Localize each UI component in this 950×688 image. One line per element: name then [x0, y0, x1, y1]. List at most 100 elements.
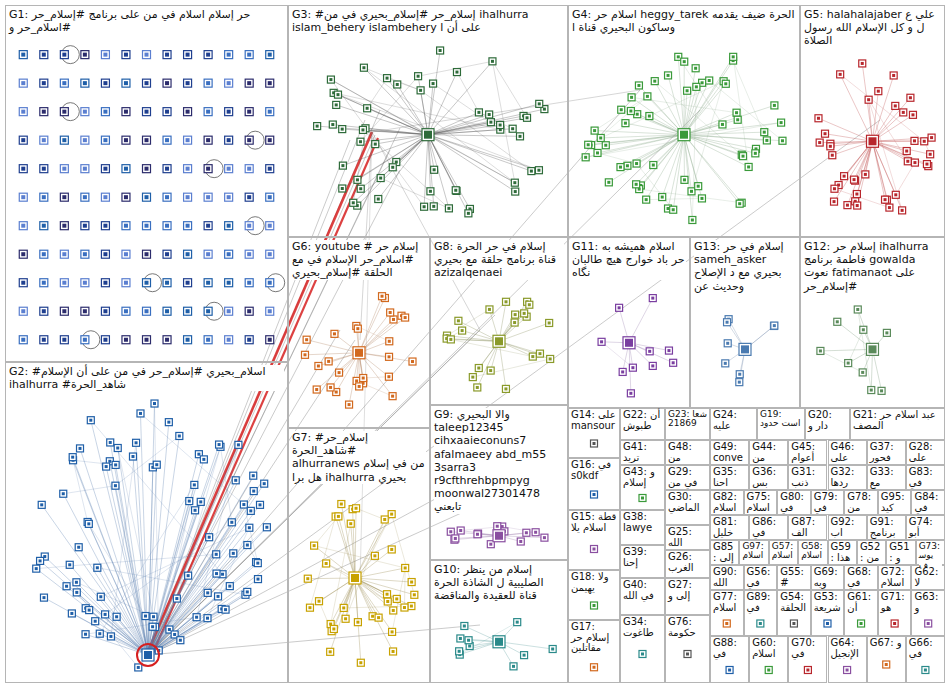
graph-link — [326, 563, 388, 601]
small-group-box: G87: الف — [788, 515, 827, 540]
vertex-icon — [765, 139, 768, 142]
vertex-icon — [629, 392, 632, 395]
vertex-icon — [250, 488, 257, 495]
vertex-icon — [487, 119, 494, 126]
vertex-icon — [339, 162, 346, 169]
vertex-icon — [254, 560, 261, 567]
vertex-icon — [505, 300, 508, 303]
vertex-icon — [40, 503, 43, 506]
graph-link — [684, 123, 781, 135]
small-group-box: G92: اب — [828, 515, 867, 540]
vertex-icon — [650, 162, 657, 169]
self-loop — [61, 103, 79, 121]
vertex-icon — [773, 324, 776, 327]
vertex-icon — [184, 193, 192, 201]
graph-link — [342, 129, 428, 135]
graph-link — [428, 130, 500, 135]
vertex-icon — [206, 617, 209, 620]
vertex-icon — [306, 577, 309, 580]
vertex-icon — [701, 81, 704, 84]
vertex-icon — [101, 336, 109, 344]
vertex-icon — [83, 338, 87, 342]
small-group-box: G69: ويه — [811, 565, 845, 590]
vertex-icon — [511, 127, 514, 130]
vertex-icon — [626, 164, 629, 167]
vertex-icon — [831, 185, 838, 192]
graph-link — [601, 116, 650, 138]
graph-link — [840, 74, 924, 141]
vertex-icon — [266, 51, 274, 59]
vertex-icon — [112, 461, 119, 468]
vertex-icon — [355, 349, 363, 357]
graph-link — [684, 84, 726, 135]
vertex-icon — [35, 567, 38, 570]
graph-link — [372, 132, 480, 330]
vertex-icon — [81, 250, 89, 258]
vertex-icon — [184, 336, 192, 344]
vertex-icon — [827, 143, 834, 150]
vertex-icon — [358, 385, 361, 388]
graph-link — [197, 445, 239, 617]
graph-link — [118, 448, 154, 617]
vertex-icon — [19, 108, 27, 116]
vertex-icon — [60, 490, 67, 497]
vertex-icon — [695, 85, 698, 88]
vertex-icon — [124, 309, 128, 313]
vertex-icon — [909, 111, 916, 118]
group-label: G71: هو — [881, 592, 909, 613]
vertex-icon — [94, 564, 101, 571]
vertex-icon — [913, 161, 916, 164]
vertex-icon — [459, 529, 462, 532]
vertex-icon — [163, 136, 171, 144]
vertex-icon — [742, 155, 745, 158]
graph-link — [148, 596, 218, 655]
group-box: G3: #إسلام_حر #إسلام_بحيري في من ihalhur… — [288, 5, 568, 237]
vertex-icon — [375, 196, 382, 203]
vertex-icon — [114, 445, 121, 452]
vertex-icon — [514, 619, 521, 626]
vertex-icon — [488, 113, 491, 116]
vertex-icon — [894, 193, 897, 196]
vertex-icon — [357, 185, 364, 192]
vertex-icon — [475, 365, 482, 372]
vertex-icon — [489, 369, 492, 372]
vertex-icon — [901, 209, 904, 212]
small-group-box: G18: ولا يهيمن — [568, 570, 620, 620]
vertex-icon — [86, 607, 93, 614]
small-group-box: G72: اسلام — [878, 565, 912, 590]
vertex-icon — [726, 342, 729, 345]
vertex-icon — [124, 138, 128, 142]
vertex-icon — [475, 109, 482, 116]
vertex-icon — [636, 113, 639, 116]
vertex-icon — [254, 576, 261, 583]
vertex-icon — [60, 307, 68, 315]
vertex-icon — [246, 544, 249, 547]
vertex-icon — [361, 128, 364, 131]
group-label: G33: مع — [870, 467, 903, 488]
vertex-icon — [591, 546, 598, 553]
vertex-icon — [686, 89, 689, 92]
vertex-icon — [227, 167, 231, 171]
vertex-icon — [752, 150, 759, 157]
vertex-icon — [706, 77, 713, 84]
vertex-icon — [60, 336, 68, 344]
vertex-icon — [122, 307, 130, 315]
graph-link — [342, 135, 428, 189]
vertex-icon — [60, 108, 68, 116]
group-box: G2: #اسلام_بحيري #إسلام_حر في من على أن … — [5, 362, 288, 683]
graph-link — [428, 109, 544, 135]
vertex-icon — [268, 81, 272, 85]
vertex-icon — [21, 110, 25, 114]
vertex-icon — [921, 138, 928, 145]
vertex-icon — [62, 195, 66, 199]
vertex-icon — [859, 60, 866, 67]
graph-link — [595, 96, 648, 130]
vertex-icon — [247, 138, 251, 142]
vertex-icon — [42, 224, 46, 228]
vertex-icon — [225, 136, 233, 144]
graph-link — [63, 486, 115, 494]
graph-link — [625, 123, 684, 135]
vertex-icon — [266, 279, 274, 287]
vertex-icon — [391, 166, 394, 169]
vertex-icon — [591, 127, 598, 134]
